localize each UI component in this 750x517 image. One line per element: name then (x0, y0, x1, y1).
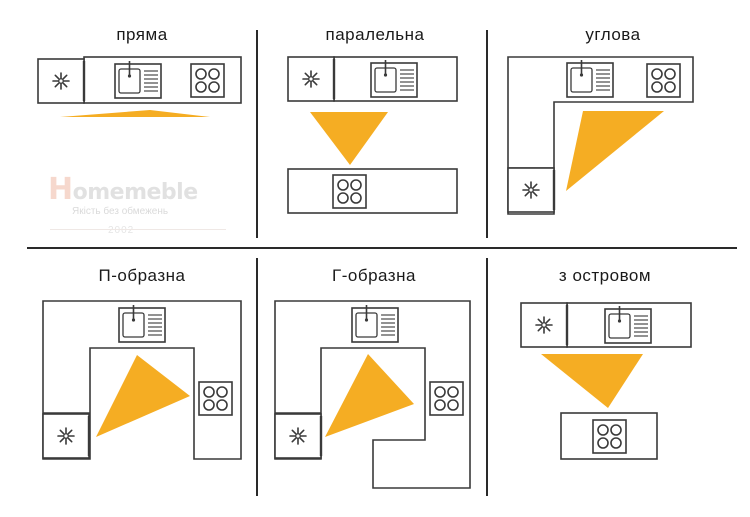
stove-icon (190, 63, 225, 98)
stove-icon (332, 174, 367, 209)
counter-g (274, 300, 471, 489)
sink-icon (114, 60, 162, 99)
sink-icon (370, 59, 418, 98)
title-corner: углова (585, 25, 641, 44)
fridge-icon (273, 412, 323, 460)
layout-u-shaped (41, 300, 242, 460)
fridge-icon (41, 412, 91, 460)
counter-u (42, 300, 242, 460)
fridge-icon (286, 55, 336, 103)
stove-icon (646, 63, 681, 98)
work-triangle (566, 111, 664, 191)
layout-corner (506, 56, 694, 215)
stove-icon (198, 381, 233, 416)
sink-icon (566, 59, 614, 98)
layout-parallel (286, 55, 458, 214)
sink-icon (118, 304, 166, 343)
work-triangle (96, 355, 190, 437)
counter-bottom (287, 168, 458, 214)
sink-icon (604, 305, 652, 344)
title-straight: пряма (116, 25, 168, 44)
title-island: з островом (558, 266, 652, 285)
homemeble-watermark: Homemeble Якість без обмежень 2002 (48, 172, 228, 236)
layout-straight (36, 56, 242, 117)
work-triangle (541, 354, 643, 408)
title-parallel: паралельна (325, 25, 425, 44)
fridge-icon (36, 57, 86, 105)
watermark-year: 2002 (108, 225, 135, 236)
work-triangle (310, 112, 388, 165)
sink-icon (351, 304, 399, 343)
stove-icon (592, 419, 627, 454)
work-triangle (60, 110, 210, 117)
title-l-shaped: Г-образна (332, 266, 416, 285)
watermark-tagline: Якість без обмежень (72, 206, 169, 217)
title-u-shaped: П-образна (98, 266, 186, 285)
stove-icon (429, 381, 464, 416)
fridge-icon (519, 301, 569, 349)
layout-island (519, 301, 692, 460)
layout-l-shaped (273, 300, 471, 489)
fridge-icon (506, 166, 556, 214)
work-triangle (325, 354, 414, 437)
watermark-brand: Homemeble (48, 172, 198, 207)
